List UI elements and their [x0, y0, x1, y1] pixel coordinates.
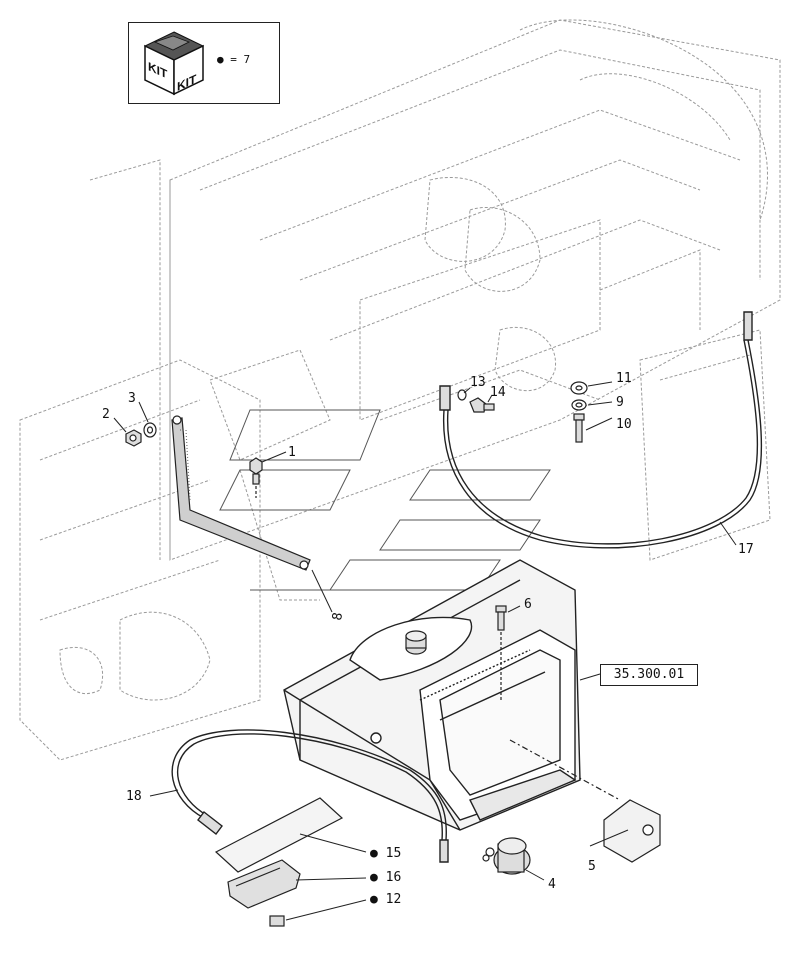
callout-14: 14: [490, 385, 506, 400]
battery-tray: [283, 559, 581, 831]
callout-12: ● 12: [370, 892, 401, 907]
filler-cap: [405, 630, 427, 655]
washer-9: [571, 399, 587, 411]
terminal-cover-16: [227, 859, 301, 909]
bolt-14: [469, 397, 495, 413]
cable-18: [171, 729, 449, 863]
callout-16: ● 16: [370, 870, 401, 885]
callout-4: 4: [548, 877, 556, 892]
washer-3: [143, 422, 157, 438]
washer-11: [570, 381, 588, 395]
bolt-1: [249, 457, 263, 498]
callout-13: 13: [470, 375, 486, 390]
engine-phantom-outline: [19, 19, 781, 761]
bracket-5: [509, 739, 661, 863]
battery-strap: [171, 415, 311, 571]
callout-6: 6: [524, 597, 532, 612]
callout-18: 18: [126, 789, 142, 804]
kit-note: ● = 7: [217, 53, 251, 66]
kit-legend: KIT KIT ● = 7: [128, 22, 280, 104]
mounting-plates: [219, 409, 551, 591]
bolt-6: [495, 605, 507, 700]
reference-box: 35.300.01: [600, 664, 698, 686]
callout-15: ● 15: [370, 846, 401, 861]
callout-3: 3: [128, 391, 136, 406]
callout-9: 9: [616, 395, 624, 410]
bolt-10: [573, 413, 585, 443]
callout-1: 1: [288, 445, 296, 460]
callout-17: 17: [738, 542, 754, 557]
callout-8: 8: [330, 611, 346, 621]
nut-2: [125, 429, 142, 447]
washer-13: [457, 389, 467, 401]
battery-switch-4: [482, 837, 531, 875]
cable-17: [439, 311, 763, 549]
callout-10: 10: [616, 417, 632, 432]
callout-2: 2: [102, 407, 110, 422]
callout-11: 11: [616, 371, 632, 386]
cover-plate-15: [214, 797, 344, 873]
callout-5: 5: [588, 859, 596, 874]
clip-12: [269, 915, 285, 927]
kit-cube-icon: KIT KIT: [143, 31, 205, 96]
leader-lines: [113, 381, 737, 921]
callouts: 1 2 3 4 5 6 8 9 10 11 13 14 17 18 ● 15 ●…: [102, 371, 754, 907]
